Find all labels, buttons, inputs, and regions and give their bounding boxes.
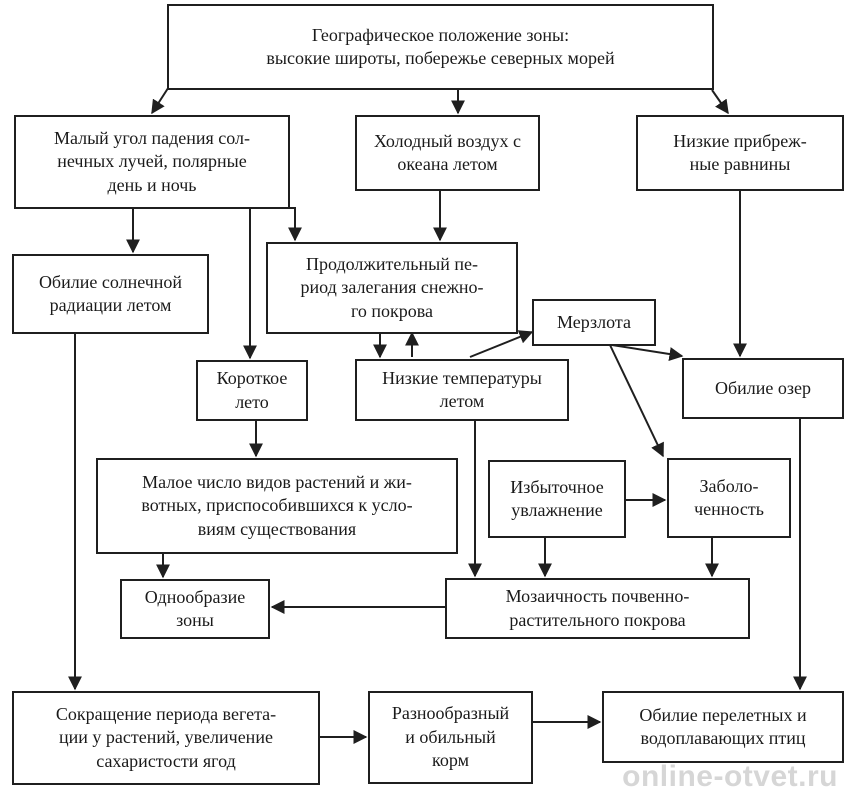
node-few-species: Малое число видов растений и жи- вотных,… xyxy=(96,458,458,554)
arrow-permafrost-to-lakes xyxy=(611,344,684,361)
node-short-summer: Короткое лето xyxy=(196,360,308,421)
node-low-summer-temperatures: Низкие температуры летом xyxy=(355,359,569,421)
node-shortened-vegetation-period: Сокращение периода вегета- ции у растени… xyxy=(12,691,320,785)
node-soil-vegetation-mosaic: Мозаичность почвенно- растительного покр… xyxy=(445,578,750,639)
node-low-sun-angle: Малый угол падения сол- нечных лучей, по… xyxy=(14,115,290,209)
watermark-text: online-otvet.ru xyxy=(622,760,838,793)
node-excess-moisture: Избыточное увлажнение xyxy=(488,460,626,538)
node-permafrost: Мерзлота xyxy=(532,299,656,346)
arrow-geo-to-plains xyxy=(711,89,729,115)
node-zone-monotony: Однообразие зоны xyxy=(120,579,270,639)
arrow-angle-to-snow xyxy=(208,207,302,242)
node-waterlogging: Заболо- ченность xyxy=(667,458,791,538)
node-migratory-birds: Обилие перелетных и водоплавающих птиц xyxy=(602,691,844,763)
node-snow-cover-period: Продолжительный пе- риод залегания снежн… xyxy=(266,242,518,334)
arrow-low-temp-to-permafrost xyxy=(469,330,534,358)
node-geographic-position: Географическое положение зоны: высокие ш… xyxy=(167,4,714,90)
node-many-lakes: Обилие озер xyxy=(682,358,844,419)
node-low-coastal-plains: Низкие прибреж- ные равнины xyxy=(636,115,844,191)
node-cold-ocean-air: Холодный воздух с океана летом xyxy=(355,115,540,191)
node-abundant-food: Разнообразный и обильный корм xyxy=(368,691,533,784)
node-solar-radiation: Обилие солнечной радиации летом xyxy=(12,254,209,334)
arrow-permafrost-to-swamp xyxy=(609,344,664,458)
